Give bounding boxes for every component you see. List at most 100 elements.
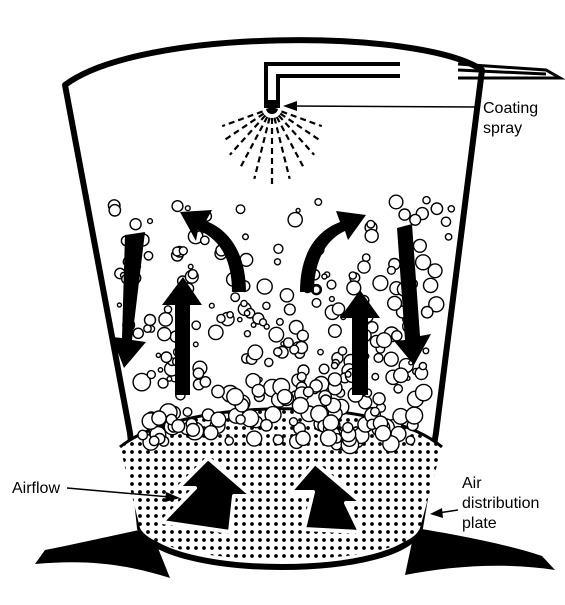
particle-bubble — [244, 331, 250, 337]
particle-bubble — [231, 293, 240, 302]
particle-bubble — [388, 266, 396, 274]
particle-bubble — [424, 278, 438, 292]
particle-bubble — [275, 259, 281, 265]
particle-bubble — [147, 371, 155, 379]
particle-bubble — [211, 412, 226, 427]
particle-bubble — [327, 280, 336, 289]
particle-bubble — [448, 206, 454, 212]
particle-bubble — [238, 317, 242, 321]
particle-bubble — [247, 431, 262, 446]
particle-bubble — [278, 390, 292, 404]
particle-bubble — [365, 229, 378, 242]
particle-bubble — [236, 415, 245, 424]
particle-bubble — [394, 385, 402, 393]
particle-bubble — [200, 377, 210, 387]
particle-bubble — [133, 328, 143, 338]
particle-bubble — [179, 247, 187, 255]
particle-bubble — [212, 385, 224, 397]
particle-bubble — [445, 234, 451, 240]
particle-bubble — [209, 303, 214, 308]
particle-bubble — [263, 302, 270, 309]
particle-bubble — [338, 347, 346, 355]
particle-bubble — [318, 349, 323, 354]
particle-bubble — [416, 384, 432, 400]
particle-bubble — [280, 289, 293, 302]
particle-bubble — [248, 345, 263, 360]
particle-bubble — [373, 276, 388, 291]
particle-bubble — [419, 363, 426, 370]
particle-bubble — [183, 408, 192, 417]
particle-bubble — [343, 423, 353, 433]
particle-bubble — [252, 384, 265, 397]
particle-bubble — [320, 395, 331, 406]
particle-bubble — [261, 420, 272, 431]
particle-bubble — [315, 199, 322, 206]
particle-bubble — [188, 264, 193, 269]
particle-bubble — [159, 313, 172, 326]
particle-bubble — [304, 387, 314, 397]
particle-bubble — [414, 239, 427, 252]
particle-bubble — [145, 315, 156, 326]
particle-bubble — [227, 388, 244, 405]
particle-bubble — [423, 197, 430, 204]
particle-bubble — [274, 348, 282, 356]
particle-bubble — [367, 220, 375, 228]
particle-bubble — [312, 299, 321, 308]
particle-bubble — [406, 407, 423, 424]
particle-bubble — [389, 195, 403, 209]
particle-bubble — [388, 296, 402, 310]
particle-bubble — [284, 304, 295, 315]
particle-bubble — [394, 368, 408, 382]
particle-bubble — [172, 201, 183, 212]
particle-bubble — [185, 206, 190, 211]
particle-bubble — [375, 426, 390, 441]
particle-bubble — [152, 411, 166, 425]
particle-bubble — [201, 236, 209, 244]
particle-bubble — [260, 319, 267, 326]
particle-bubble — [243, 234, 249, 240]
particle-bubble — [399, 209, 410, 220]
particle-bubble — [428, 264, 442, 278]
particle-bubble — [217, 314, 225, 322]
particle-bubble — [329, 325, 342, 338]
particle-bubble — [288, 213, 302, 227]
particle-bubble — [241, 300, 247, 306]
particle-bubble — [244, 310, 249, 315]
particle-bubble — [192, 321, 200, 329]
particle-bubble — [431, 203, 442, 214]
particle-bubble — [319, 364, 329, 374]
air-distribution-plate-label: Air distribution plate — [462, 474, 539, 534]
particle-bubble — [290, 418, 298, 426]
particle-bubble — [374, 354, 383, 363]
particle-bubble — [406, 436, 415, 445]
particle-bubble — [144, 325, 151, 332]
particle-bubble — [423, 348, 429, 354]
particle-bubble — [322, 274, 327, 279]
particle-bubble — [297, 372, 306, 381]
right-base-foot — [405, 528, 555, 575]
particle-bubble — [441, 217, 450, 226]
particle-bubble — [292, 398, 308, 414]
particle-bubble — [422, 307, 433, 318]
particle-bubble — [384, 352, 398, 366]
particle-bubble — [158, 378, 168, 388]
particle-bubble — [274, 244, 283, 253]
particle-bubble — [161, 352, 171, 362]
particle-bubble — [328, 373, 341, 386]
particle-bubble — [284, 338, 294, 348]
particle-bubble — [204, 426, 218, 440]
particle-bubble — [164, 306, 171, 313]
particle-bubble — [144, 252, 152, 260]
particle-bubble — [297, 330, 308, 341]
particle-bubble — [330, 297, 335, 302]
particle-bubble — [148, 219, 153, 224]
particle-bubble — [209, 325, 223, 339]
particle-bubble — [236, 205, 245, 214]
particle-bubble — [109, 205, 120, 216]
particle-bubble — [277, 319, 284, 326]
particle-bubble — [349, 272, 356, 279]
particle-bubble — [188, 270, 197, 279]
particle-bubble — [150, 436, 159, 445]
particle-bubble — [158, 328, 171, 341]
particle-bubble — [332, 303, 344, 315]
